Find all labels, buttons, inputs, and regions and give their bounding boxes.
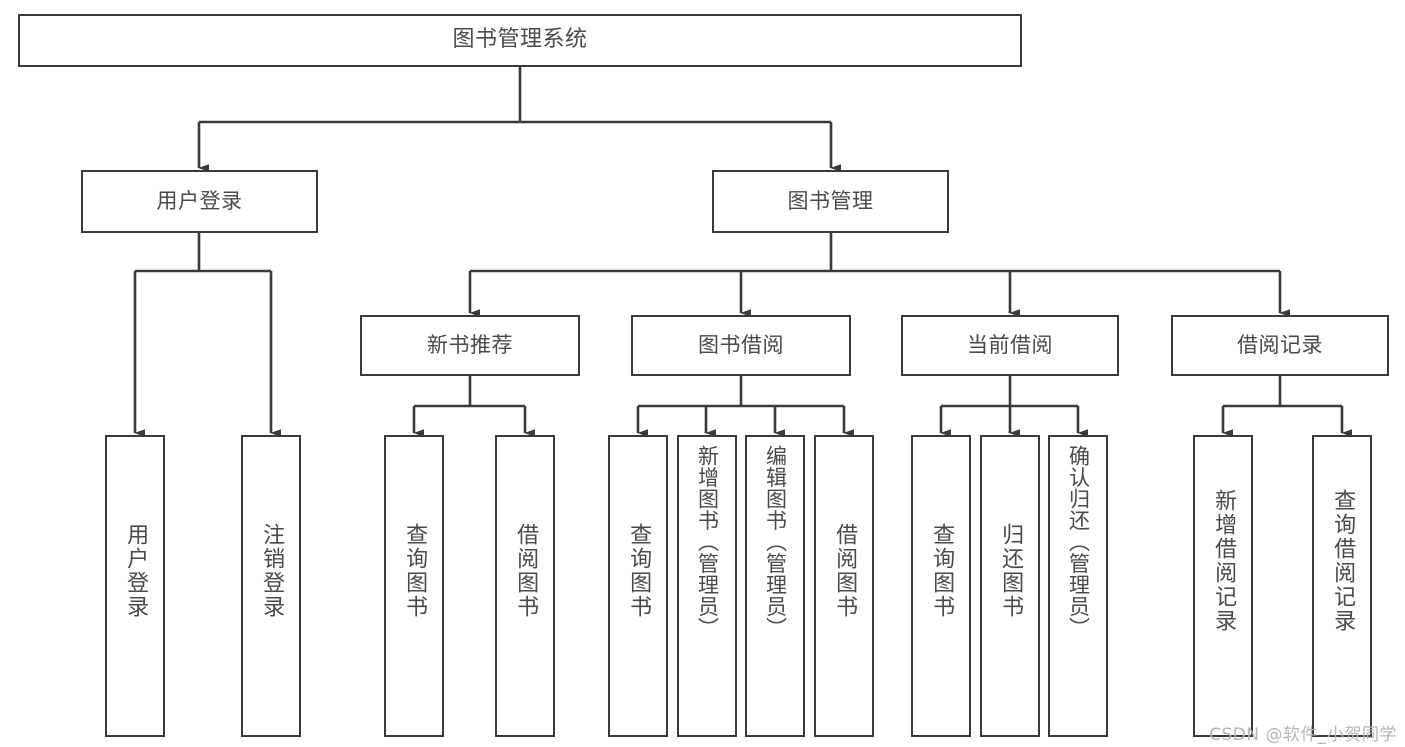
csdn-watermark: CSDN @软件_小贺同学 xyxy=(1209,725,1397,745)
node-label: 当前借阅 xyxy=(967,332,1053,357)
leaf-user-login-logout[interactable]: 注销登录 xyxy=(241,435,301,737)
node-label: 用户登录 xyxy=(156,188,243,213)
node-label: 新增图书（管理员） xyxy=(695,445,720,639)
leaf-current-borrow-confirm-return[interactable]: 确认归还（管理员） xyxy=(1048,435,1108,737)
node-borrow-record[interactable]: 借阅记录 xyxy=(1171,315,1389,376)
node-book-borrow[interactable]: 图书借阅 xyxy=(631,315,851,376)
leaf-borrow-record-add-record[interactable]: 新增借阅记录 xyxy=(1193,435,1253,737)
node-label: 用户登录 xyxy=(123,523,149,619)
node-label: 注销登录 xyxy=(259,523,285,619)
node-label: 借阅图书 xyxy=(513,523,539,619)
node-label: 查询图书 xyxy=(626,523,652,619)
node-label: 查询借阅记录 xyxy=(1330,489,1356,633)
leaf-current-borrow-query-book[interactable]: 查询图书 xyxy=(911,435,971,737)
node-label: 借阅图书 xyxy=(832,523,858,619)
leaf-borrow-record-query-record[interactable]: 查询借阅记录 xyxy=(1312,435,1372,737)
leaf-current-borrow-return-book[interactable]: 归还图书 xyxy=(980,435,1040,737)
leaf-book-borrow-borrow-book[interactable]: 借阅图书 xyxy=(814,435,874,737)
node-label: 新增借阅记录 xyxy=(1211,489,1237,633)
node-label: 确认归还（管理员） xyxy=(1066,445,1091,639)
node-label: 新书推荐 xyxy=(427,332,513,357)
leaf-new-book-query-book[interactable]: 查询图书 xyxy=(384,435,444,737)
leaf-book-borrow-query-book[interactable]: 查询图书 xyxy=(608,435,668,737)
node-label: 查询图书 xyxy=(402,523,428,619)
node-book-management[interactable]: 图书管理 xyxy=(712,170,949,233)
node-label: 借阅记录 xyxy=(1237,332,1323,357)
leaf-user-login-login[interactable]: 用户登录 xyxy=(105,435,165,737)
node-new-book-recommend[interactable]: 新书推荐 xyxy=(360,315,580,376)
node-label: 编辑图书（管理员） xyxy=(763,445,788,639)
node-label: 图书借阅 xyxy=(698,332,784,357)
node-label: 归还图书 xyxy=(998,523,1024,619)
leaf-new-book-borrow-book[interactable]: 借阅图书 xyxy=(495,435,555,737)
node-root-system[interactable]: 图书管理系统 xyxy=(18,14,1022,67)
node-label: 查询图书 xyxy=(929,523,955,619)
node-current-borrow[interactable]: 当前借阅 xyxy=(901,315,1119,376)
node-label: 图书管理系统 xyxy=(452,27,588,53)
leaf-book-borrow-add-book[interactable]: 新增图书（管理员） xyxy=(677,435,737,737)
node-user-login[interactable]: 用户登录 xyxy=(81,170,318,233)
node-label: 图书管理 xyxy=(787,188,874,213)
leaf-book-borrow-edit-book[interactable]: 编辑图书（管理员） xyxy=(745,435,805,737)
